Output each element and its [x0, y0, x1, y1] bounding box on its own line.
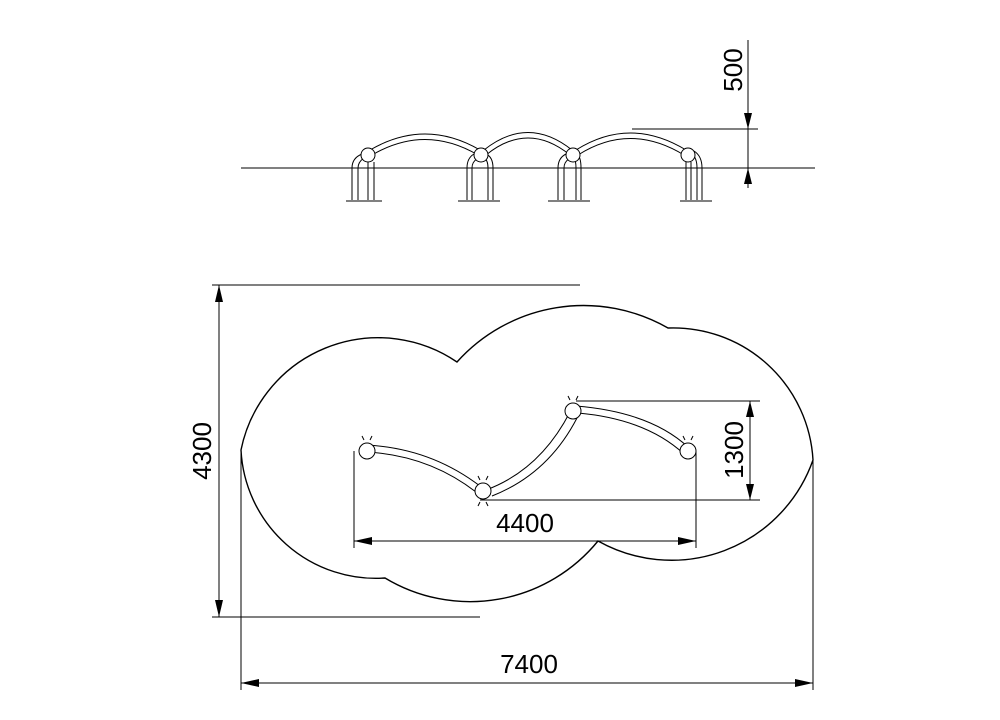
dimension-span-label: 4400: [496, 508, 554, 538]
post-head-4: [679, 442, 697, 460]
post-4: [680, 147, 712, 202]
dimension-length-label: 7400: [500, 649, 558, 679]
arrow-up-icon: [215, 285, 223, 302]
post-3: [548, 147, 590, 202]
arch-1: [369, 133, 481, 151]
arch-2: [483, 132, 573, 151]
arrow-down-icon: [215, 600, 223, 617]
arrow-up-icon: [746, 401, 754, 417]
dimension-offset: 1300: [480, 400, 760, 501]
dimension-depth-label: 4300: [187, 422, 217, 480]
post-1: [346, 147, 382, 202]
post-head-2: [474, 482, 492, 500]
arch-2-inner: [485, 137, 571, 156]
safety-zone-outline: [240, 304, 814, 603]
arch-3: [575, 132, 687, 151]
arrow-up-icon: [744, 168, 752, 184]
arrow-left-icon: [241, 679, 259, 687]
side-elevation-view: 500: [241, 40, 815, 202]
arrow-right-icon: [678, 537, 696, 545]
dimension-length: 7400: [241, 649, 813, 687]
arrow-right-icon: [795, 679, 813, 687]
plan-view: 1300 4400 4300 7400: [187, 284, 814, 690]
arrow-left-icon: [354, 537, 372, 545]
dimension-span: 4400: [353, 451, 697, 548]
dimension-height-label: 500: [718, 48, 748, 91]
post-2: [458, 147, 500, 202]
equipment-plan: [358, 395, 697, 507]
dimension-height: 500: [632, 40, 758, 188]
dimension-depth: 4300: [187, 285, 223, 617]
arch-3-inner: [577, 138, 685, 156]
post-head-3: [564, 402, 582, 420]
dimension-offset-label: 1300: [719, 421, 749, 479]
arrow-down-icon: [746, 484, 754, 500]
arrow-down-icon: [744, 113, 752, 129]
post-head-1: [358, 442, 376, 460]
arch-1-inner: [371, 139, 479, 156]
